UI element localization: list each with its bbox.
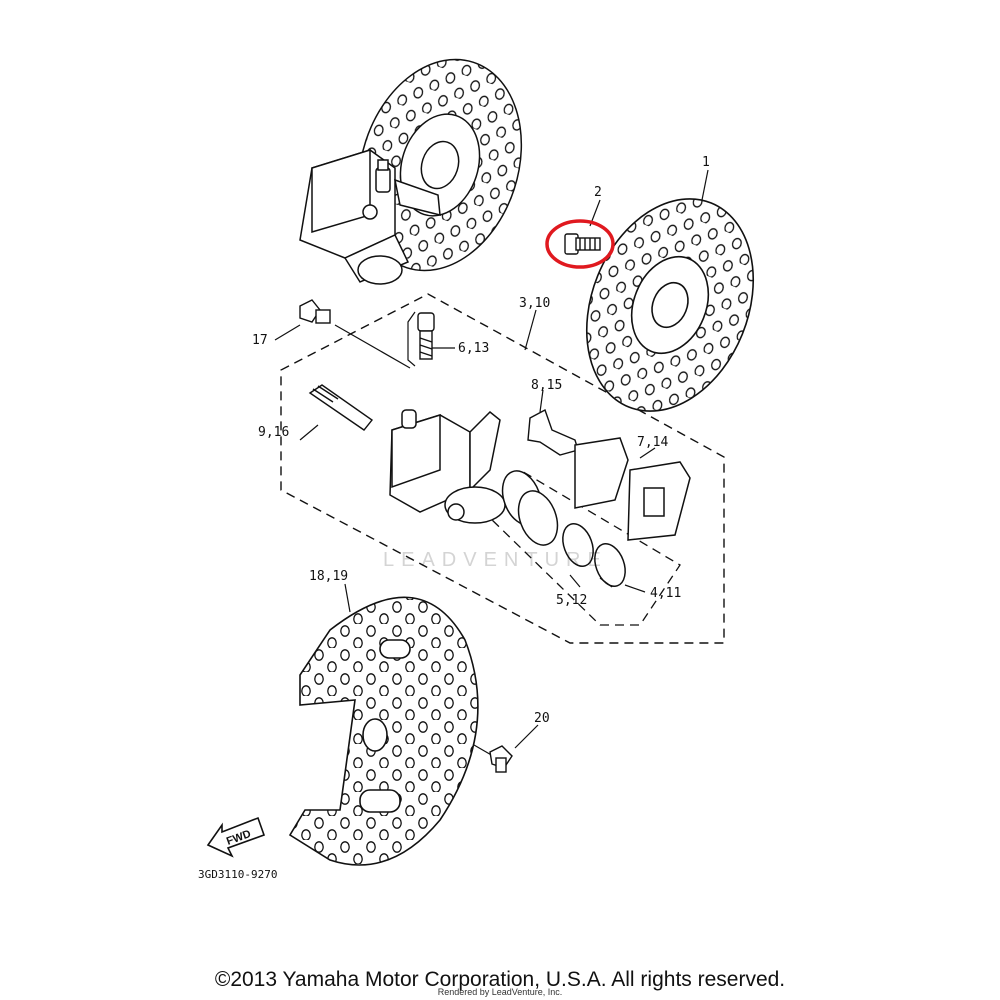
bolt-part-20 [489, 745, 513, 773]
bracket-6-13 [407, 311, 416, 367]
label-part-17: 17 [252, 333, 268, 348]
watermark-text: LEADVENTURE [383, 549, 608, 571]
label-part-7-14: 7,14 [637, 435, 668, 450]
leader-lines [274, 169, 709, 761]
caliper-body [389, 409, 506, 524]
label-part-4-11: 4,11 [650, 586, 681, 601]
label-part-20: 20 [534, 711, 550, 726]
label-part-18-19: 18,19 [309, 569, 348, 584]
brake-disc-part-1 [585, 198, 755, 412]
pin-part-9-16 [308, 384, 374, 431]
label-part-5-12: 5,12 [556, 593, 587, 608]
rendered-by-note: Rendered by LeadVenture, Inc. [437, 987, 563, 997]
disc-cover-part-18-19 [288, 596, 479, 866]
brake-pads-part-7-14 [574, 437, 691, 541]
label-part-3-10: 3,10 [519, 296, 550, 311]
assembled-caliper-and-disc [299, 58, 523, 285]
label-part-8-15: 8,15 [531, 378, 562, 393]
highlight-circle-part-2 [545, 219, 615, 269]
label-part-1: 1 [702, 155, 710, 170]
bolt-part-17 [299, 299, 331, 324]
bleed-screw-part-6-13 [417, 312, 435, 360]
label-part-2: 2 [594, 185, 602, 200]
pad-spring-part-8-15 [527, 408, 579, 456]
copyright-notice: ©2013 Yamaha Motor Corporation, U.S.A. A… [214, 968, 786, 991]
assembly-boundary-3-10 [280, 293, 725, 644]
diagram-code: 3GD3110-9270 [198, 868, 277, 881]
piston [501, 470, 559, 546]
fwd-arrow: FWD [206, 816, 266, 858]
seals-part-5-12 [562, 523, 626, 587]
bolt-part-2 [564, 233, 601, 255]
label-part-9-16: 9,16 [258, 425, 289, 440]
label-part-6-13: 6,13 [458, 341, 489, 356]
